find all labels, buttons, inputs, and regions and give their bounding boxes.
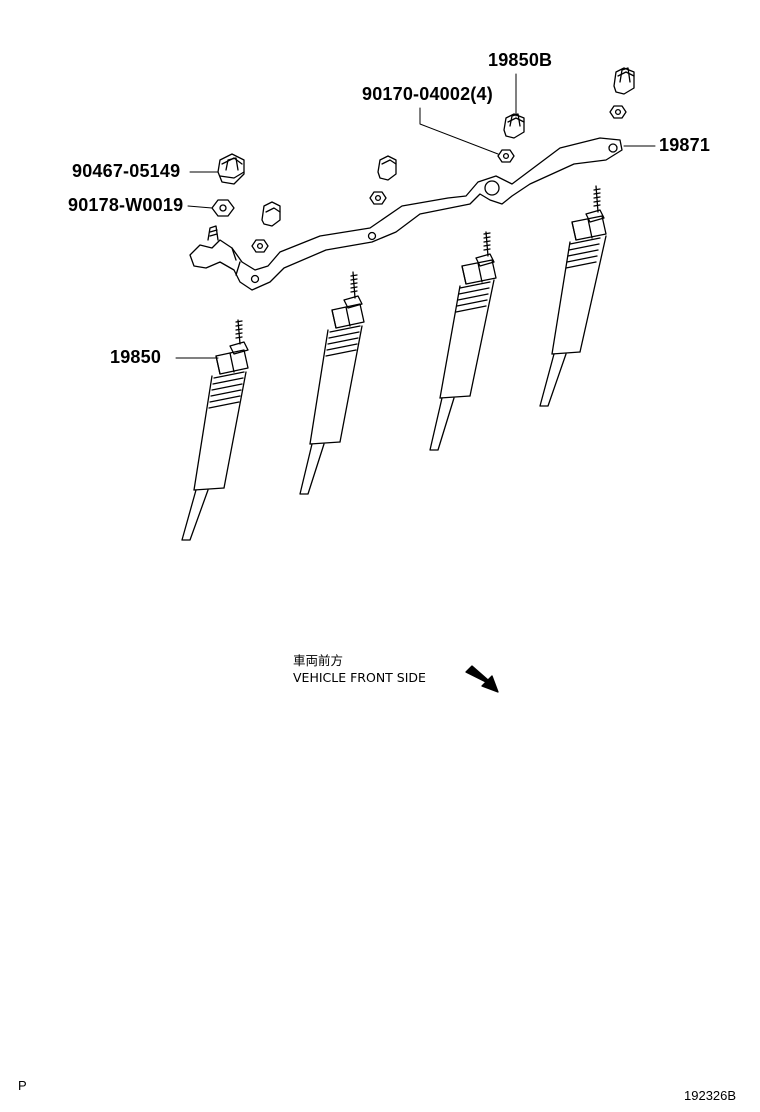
callout-90178-W0019: 90178-W0019: [68, 195, 184, 215]
nut-2: [377, 155, 397, 181]
nut-1: [261, 201, 281, 227]
footer-left-mark: P: [18, 1078, 27, 1093]
callout-90467-05149: 90467-05149: [72, 161, 181, 181]
vehicle-front-label: VEHICLE FRONT SIDE: [293, 670, 426, 685]
hex-nut-2: [369, 191, 387, 205]
terminal-stud: [207, 225, 219, 241]
nut-19850B: [503, 113, 525, 139]
callout-90170-04002: 90170-04002(4): [362, 84, 493, 104]
connector-bus-bar: [189, 137, 623, 291]
hex-nut-1: [251, 239, 269, 253]
glow-plug-2: [299, 271, 365, 495]
washer-90178-W0019: [211, 199, 235, 217]
leader-lines: [175, 73, 656, 359]
hex-nut-4: [609, 105, 627, 119]
callout-19871: 19871: [659, 135, 711, 155]
glow-plug-3: [429, 231, 497, 451]
glow-plug-1: [181, 319, 249, 541]
nut-4: [613, 67, 635, 95]
glow-plug-4: [539, 185, 607, 407]
callout-19850: 19850: [110, 347, 162, 367]
hex-nut-3: [497, 149, 515, 163]
vehicle-front-label-jp: 車両前方: [293, 653, 344, 668]
vehicle-front-arrow-icon: [465, 665, 499, 693]
nut-90467-05149-a: [217, 153, 245, 185]
callout-19850B: 19850B: [488, 50, 553, 70]
diagram-number: 192326B: [684, 1088, 737, 1103]
